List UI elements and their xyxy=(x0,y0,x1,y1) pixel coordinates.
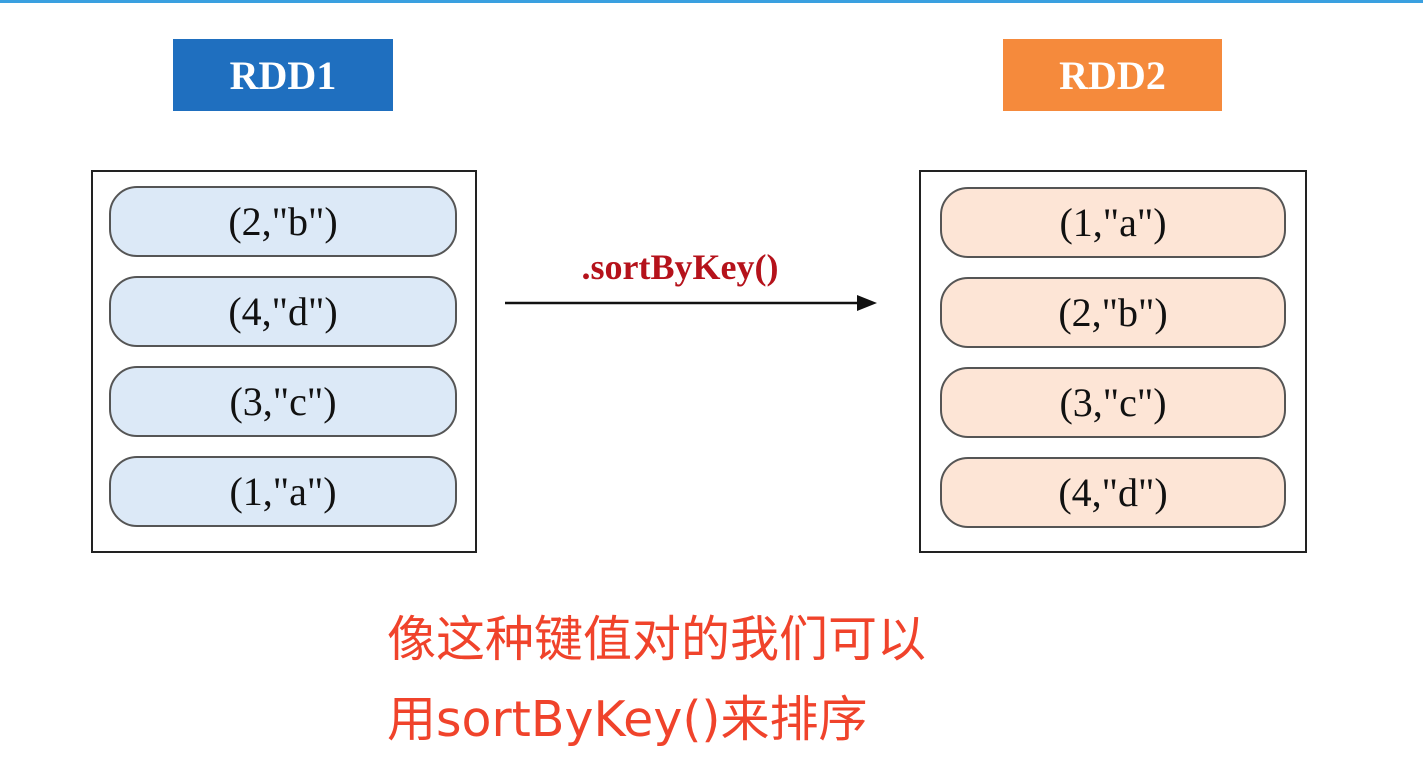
right-arrow-icon xyxy=(505,290,877,316)
caption-line-1: 像这种键值对的我们可以 xyxy=(387,600,926,671)
rdd1-container: (2,"b") (4,"d") (3,"c") (1,"a") xyxy=(91,170,477,553)
top-accent-line xyxy=(0,0,1423,3)
rdd2-item: (1,"a") xyxy=(940,187,1286,258)
rdd1-item: (1,"a") xyxy=(109,456,457,527)
caption-line-2: 用sortByKey()来排序 xyxy=(387,680,868,751)
rdd1-item: (3,"c") xyxy=(109,366,457,437)
rdd2-item: (3,"c") xyxy=(940,367,1286,438)
rdd1-item: (2,"b") xyxy=(109,186,457,257)
rdd1-title: RDD1 xyxy=(173,39,393,111)
operation-label: .sortByKey() xyxy=(505,246,875,288)
rdd2-item: (2,"b") xyxy=(940,277,1286,348)
rdd2-container: (1,"a") (2,"b") (3,"c") (4,"d") xyxy=(919,170,1307,553)
rdd2-title: RDD2 xyxy=(1003,39,1222,111)
rdd2-item: (4,"d") xyxy=(940,457,1286,528)
rdd1-item: (4,"d") xyxy=(109,276,457,347)
